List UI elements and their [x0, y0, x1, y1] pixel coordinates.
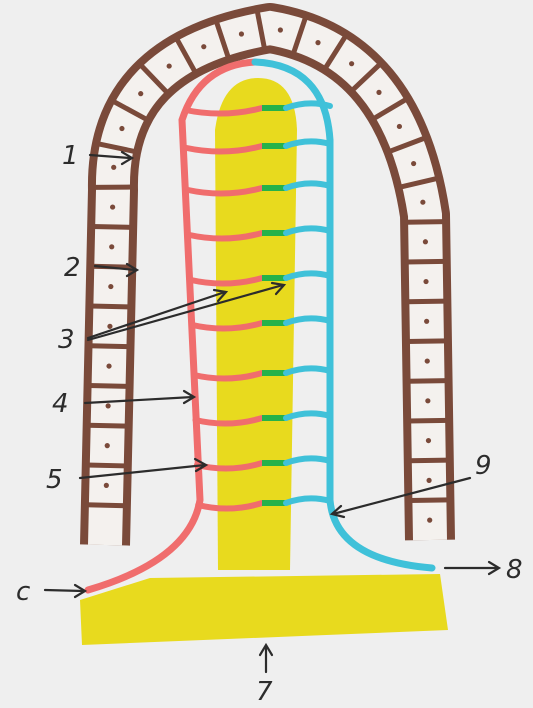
cell-wall: [407, 341, 447, 342]
lacteal-base: [80, 574, 448, 645]
cell-nucleus: [138, 91, 143, 96]
cell-nucleus: [106, 363, 111, 368]
cell-nucleus: [110, 204, 115, 209]
cell-nucleus: [426, 438, 431, 443]
cell-nucleus: [278, 27, 283, 32]
venule-capillary: [286, 141, 330, 146]
cell-nucleus: [423, 239, 428, 244]
label-6: c: [16, 577, 30, 607]
cell-nucleus: [397, 124, 402, 129]
cell-nucleus: [427, 518, 432, 523]
cell-nucleus: [106, 403, 111, 408]
label-8: 8: [506, 555, 523, 585]
cell-nucleus: [201, 44, 206, 49]
venule-capillary: [286, 183, 330, 188]
cell-nucleus: [411, 161, 416, 166]
cell-nucleus: [239, 31, 244, 36]
cell-nucleus: [424, 319, 429, 324]
cell-wall: [409, 500, 449, 501]
cell-wall: [405, 222, 445, 223]
cell-nucleus: [349, 61, 354, 66]
cell-nucleus: [111, 165, 116, 170]
cell-wall: [92, 226, 132, 227]
label-9: 9: [475, 451, 492, 481]
cell-nucleus: [107, 324, 112, 329]
cell-nucleus: [376, 90, 381, 95]
cell-nucleus: [108, 284, 113, 289]
label-5: 5: [46, 465, 63, 495]
cell-nucleus: [425, 398, 430, 403]
cell-wall: [89, 386, 129, 387]
cell-wall: [89, 346, 129, 347]
cell-nucleus: [315, 40, 320, 45]
arrow-6: [45, 590, 83, 591]
cell-nucleus: [119, 126, 124, 131]
venule-capillary: [286, 458, 330, 463]
label-4: 4: [52, 389, 69, 419]
cell-wall: [409, 460, 449, 461]
venule-capillary: [286, 273, 330, 278]
cell-wall: [408, 420, 448, 421]
cell-wall: [406, 301, 446, 302]
venule-capillary: [286, 498, 330, 503]
cell-nucleus: [109, 244, 114, 249]
venule-capillary: [286, 413, 330, 418]
cell-wall: [87, 465, 127, 466]
venule-capillary: [286, 368, 330, 373]
cell-nucleus: [104, 483, 109, 488]
cell-wall: [86, 505, 126, 506]
label-3: 3: [58, 325, 75, 355]
cell-nucleus: [425, 358, 430, 363]
cell-nucleus: [423, 279, 428, 284]
cell-wall: [408, 381, 448, 382]
cell-nucleus: [167, 63, 172, 68]
label-7: 7: [256, 677, 273, 707]
cell-nucleus: [426, 478, 431, 483]
label-2: 2: [64, 253, 81, 283]
cell-nucleus: [105, 443, 110, 448]
venule-capillary: [286, 318, 330, 323]
label-1: 1: [62, 141, 79, 171]
venule-capillary: [286, 103, 330, 108]
venule-capillary: [286, 228, 330, 233]
cell-wall: [88, 425, 128, 426]
cell-wall: [90, 306, 130, 307]
cell-nucleus: [420, 200, 425, 205]
cell-wall: [406, 261, 446, 262]
